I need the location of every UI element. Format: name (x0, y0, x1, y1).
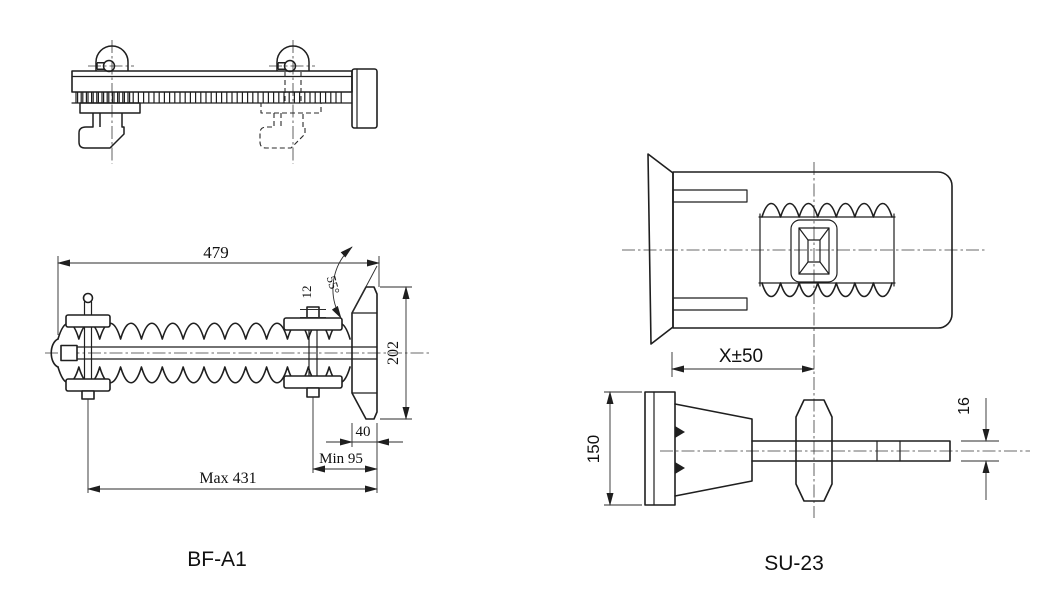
end-cap (351, 68, 378, 129)
strip-teeth-dense (77, 92, 131, 104)
left-end-shed (50, 338, 59, 368)
left-foot (78, 102, 141, 149)
dim-min95: Min 95 (319, 451, 363, 467)
rod-end-clevis (60, 344, 78, 362)
angle-arc (331, 246, 353, 319)
center-boss-mid (798, 227, 830, 275)
centerline (88, 40, 315, 164)
dim-150: 150 (584, 435, 603, 463)
slot-bar-top (672, 189, 748, 203)
base-plate (672, 171, 953, 329)
centerlines (622, 162, 985, 518)
dim-16-extensions (961, 440, 999, 462)
left-clamp-top-plate (65, 314, 111, 328)
dim-extension-lines (87, 397, 314, 493)
right-clamp-top-plate (283, 317, 343, 331)
end-flange-plate (647, 153, 674, 345)
right-clamp-bottom-plate (283, 375, 343, 389)
bfa1-side-view: 55° 12 479 202 40 Min 95 Max 431 (45, 243, 432, 493)
dim-16: 16 (956, 397, 973, 415)
dim-55deg: 55° (324, 274, 343, 295)
rod-crimp-marks (876, 440, 901, 462)
rib-root-lines (758, 213, 896, 287)
bfa1-top-view (71, 40, 378, 164)
rod (751, 440, 951, 462)
left-clamp-bottom-plate (65, 378, 111, 392)
dim-12: 12 (299, 286, 314, 299)
center-boss-inner (807, 239, 821, 263)
dim-max431: Max 431 (199, 470, 256, 487)
pin-dim-ticks (300, 309, 326, 318)
su23-label: SU-23 (764, 552, 824, 575)
insulator-ribs-bottom (761, 282, 893, 298)
right-clamp-bolt (308, 329, 318, 377)
right-bolt-stub-bottom (306, 387, 320, 398)
right-foot-hidden (259, 102, 322, 149)
main-bar (71, 70, 353, 93)
chamfer-extension-line (351, 265, 378, 314)
flange-chamfer-edges (351, 312, 378, 394)
mounting-plate (644, 391, 676, 506)
weld-marks (675, 426, 685, 474)
hidden-edges (284, 72, 302, 103)
cone-body (674, 403, 753, 497)
su23-side-view: 150 16 (584, 391, 1030, 506)
strip-teeth (75, 92, 342, 104)
left-bolt-knob (82, 292, 94, 304)
core-rod (61, 346, 378, 360)
dim-479: 479 (203, 243, 229, 262)
center-boss-outer (790, 219, 838, 283)
dim-202: 202 (385, 341, 402, 365)
bfa1-label: BF-A1 (187, 548, 247, 571)
slot-bar-bottom (672, 297, 748, 311)
end-flange (351, 286, 378, 420)
su23-top-view: X±50 (622, 153, 985, 518)
insulator-ribs-top (761, 202, 893, 218)
boss-bevel-edges (798, 227, 830, 275)
right-bolt-stub-top (306, 306, 320, 319)
insulator-octagon (795, 399, 833, 502)
dim-x50: X±50 (719, 346, 763, 367)
dim-40: 40 (356, 424, 371, 440)
left-bolt-nut (81, 390, 95, 400)
